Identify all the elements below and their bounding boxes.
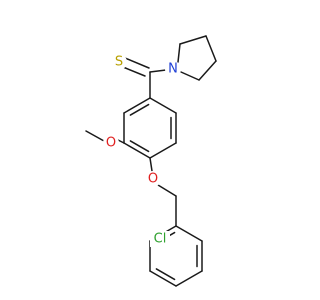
- ring1-bond: [123, 142, 151, 159]
- sulfur-atom: S: [111, 54, 127, 70]
- thiocarbonyl-double-bond: [124, 57, 150, 69]
- methoxy-oxygen-atom: O: [103, 135, 119, 151]
- pyrrolidine-bond: [177, 43, 181, 63]
- pyrrolidine-bond: [205, 35, 217, 62]
- thioamide-cn-bond: [149, 69, 167, 73]
- molecule-svg: S N O O Cl: [85, 35, 217, 287]
- ether-methylene-bond: [157, 184, 177, 197]
- methoxy-methyl-bond: [85, 130, 105, 142]
- nitrogen-label: N: [168, 62, 178, 77]
- ether-oxygen-atom: O: [145, 171, 161, 187]
- pyrrolidine-bond: [198, 60, 217, 81]
- pyrrolidine-bond: [180, 71, 200, 81]
- aryl-ether-bond: [149, 157, 153, 172]
- thiocarbonyl-double-bond: [122, 66, 146, 77]
- ring2-bond: [175, 270, 203, 287]
- ring1-double-bond: [129, 140, 150, 153]
- structure-diagram: S N O O Cl: [85, 35, 217, 287]
- chlorine-label: Cl: [154, 232, 167, 247]
- chlorine-atom: Cl: [150, 231, 170, 247]
- ether-oxygen-label: O: [148, 172, 158, 187]
- ring1-bond: [123, 97, 151, 114]
- pyrrolidine-bond: [179, 35, 207, 45]
- ring2-double-bond: [155, 268, 176, 281]
- methoxy-oxygen-label: O: [106, 136, 116, 151]
- ring2-bond: [175, 225, 203, 242]
- ring1-bond: [149, 97, 177, 114]
- sulfur-label: S: [115, 55, 123, 70]
- bond-layer: [85, 35, 217, 287]
- ring1-double-bond: [129, 103, 150, 116]
- atom-label-layer: S N O O Cl: [103, 54, 181, 247]
- ring1-bond: [149, 142, 177, 159]
- ring2-bond: [149, 270, 177, 287]
- nitrogen-atom: N: [165, 61, 181, 77]
- aryl-methoxy-bond: [117, 139, 125, 144]
